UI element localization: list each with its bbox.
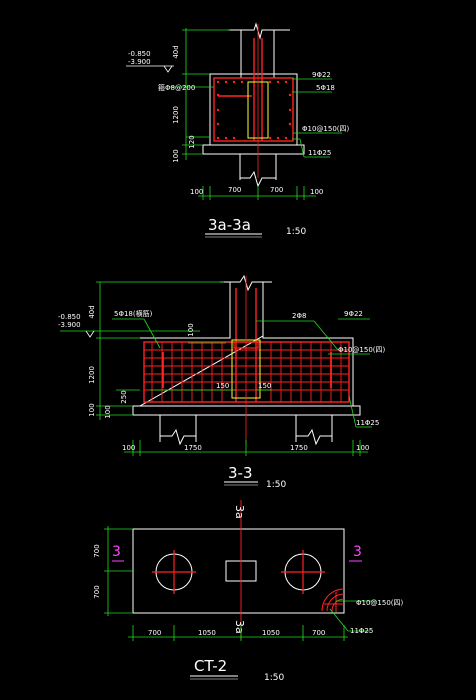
dim-3a-lean: 100 [172, 149, 180, 162]
section-mark-top: 3a [233, 505, 246, 519]
scale-3a-3a: 1:50 [286, 227, 306, 237]
dim-3a-body: 1200 [172, 106, 180, 124]
dim-plan-height-top: 700 [93, 544, 101, 557]
rebar-cage-3a [213, 38, 294, 142]
elevation-3-3: -0.850 -3.900 [58, 313, 95, 338]
elevation-3a-bottom: -3.900 [128, 58, 151, 66]
label-3-3-bottom-bar: 11Φ25 [356, 419, 379, 427]
rebar-dots-3a [216, 80, 292, 140]
dim-3-3-inner-left: 150 [216, 382, 229, 390]
label-3-3-mid-bar: 2Φ8 [292, 312, 306, 320]
scale-3-3: 1:50 [266, 480, 286, 490]
label-3a-left-note: 箍Φ8@200 [158, 83, 195, 92]
dim-plan-b1: 700 [148, 629, 161, 637]
dimension-left-3-3 [60, 281, 272, 420]
label-plan-stirrup: Φ10@150(四) [356, 599, 404, 607]
rebar-grid-3-3 [143, 288, 350, 403]
dim-plan-b4: 700 [312, 629, 325, 637]
corner-rebar-plan [321, 588, 345, 612]
leaders-3-3 [112, 318, 372, 428]
section-mark-right: 3 [353, 544, 362, 560]
section-mark-bottom: 3a [233, 620, 246, 634]
dimension-bottom-plan [128, 625, 348, 641]
dimension-bottom-3-3 [124, 440, 368, 456]
title-3a-3a: 3a-3a [208, 216, 251, 234]
plan-ct-2: 3 3 3a 3a 700 700 700 1050 1050 700 [93, 500, 404, 683]
dim-3a-edge-left: 100 [190, 188, 203, 196]
label-3a-top-bar: 9Φ22 [312, 71, 331, 79]
pile-right [281, 550, 325, 594]
dim-3-3-body: 1200 [88, 366, 96, 384]
label-3a-bottom-bar: 11Φ25 [308, 149, 331, 157]
dim-3-3-lean-a: 100 [88, 403, 96, 416]
title-ct-2: CT-2 [194, 657, 227, 675]
pile-left [152, 550, 196, 594]
dim-3-3-edge-right: 100 [356, 444, 369, 452]
elevation-3-3-top: -0.850 [58, 313, 81, 321]
dim-3-3-span-left: 1750 [184, 444, 202, 452]
plan-outline [132, 528, 345, 614]
dim-3a-cover: 120 [188, 135, 196, 148]
label-3a-stirrup: Φ10@150(四) [302, 125, 350, 133]
pile-stubs-3-3 [159, 415, 333, 446]
dim-plan-height-bottom: 700 [93, 585, 101, 598]
dim-plan-b2: 1050 [198, 629, 216, 637]
dim-3-3-cover: 250 [120, 390, 128, 403]
dim-3a-half-left: 700 [228, 186, 241, 194]
footing-body-3-3 [138, 335, 354, 407]
label-3-3-left-bar: 5Φ18(横筋) [114, 309, 153, 318]
title-3-3: 3-3 [228, 464, 253, 482]
dim-3-3-inner-top: 100 [187, 323, 195, 336]
pile-stubs-3a [239, 154, 277, 188]
label-3a-side-bar: 5Φ18 [316, 84, 335, 92]
elevation-3-3-bottom: -3.900 [58, 321, 81, 329]
dimension-bottom-3a [198, 186, 316, 200]
label-plan-bottom-bar: 11Φ25 [350, 627, 373, 635]
dim-3-3-lean-b: 100 [104, 405, 112, 418]
leaders-3a [292, 78, 342, 158]
elevation-3a-top: -0.850 [128, 50, 151, 58]
scale-ct-2: 1:50 [264, 673, 284, 683]
dim-3-3-span-right: 1750 [290, 444, 308, 452]
lean-concrete-3a [202, 144, 305, 155]
dim-3a-column-top: 40d [172, 45, 180, 58]
dimension-left-plan [104, 526, 133, 616]
leaders-plan [329, 600, 376, 632]
elevation-3a: -0.850 -3.900 [126, 50, 174, 73]
label-3-3-stirrup: Φ10@150(四) [338, 346, 386, 354]
section-mark-left: 3 [112, 544, 121, 560]
column-3a [228, 22, 290, 78]
dimension-left-3a [170, 28, 230, 160]
dim-plan-b3: 1050 [262, 629, 280, 637]
section-3a-3a: 40d 1200 100 120 -0.850 -3.900 箍Φ8@200 9… [126, 22, 350, 238]
dim-3a-edge-right: 100 [310, 188, 323, 196]
dim-3a-half-right: 700 [270, 186, 283, 194]
dim-3-3-edge-left: 100 [122, 444, 135, 452]
dim-3-3-inner-right: 150 [258, 382, 271, 390]
section-3-3: 40d 1200 250 100 100 100 150 150 -0.850 … [58, 274, 386, 490]
lean-concrete-3-3 [132, 405, 361, 416]
label-3-3-top-bar: 9Φ22 [344, 310, 363, 318]
dim-3-3-column-top: 40d [88, 305, 96, 318]
